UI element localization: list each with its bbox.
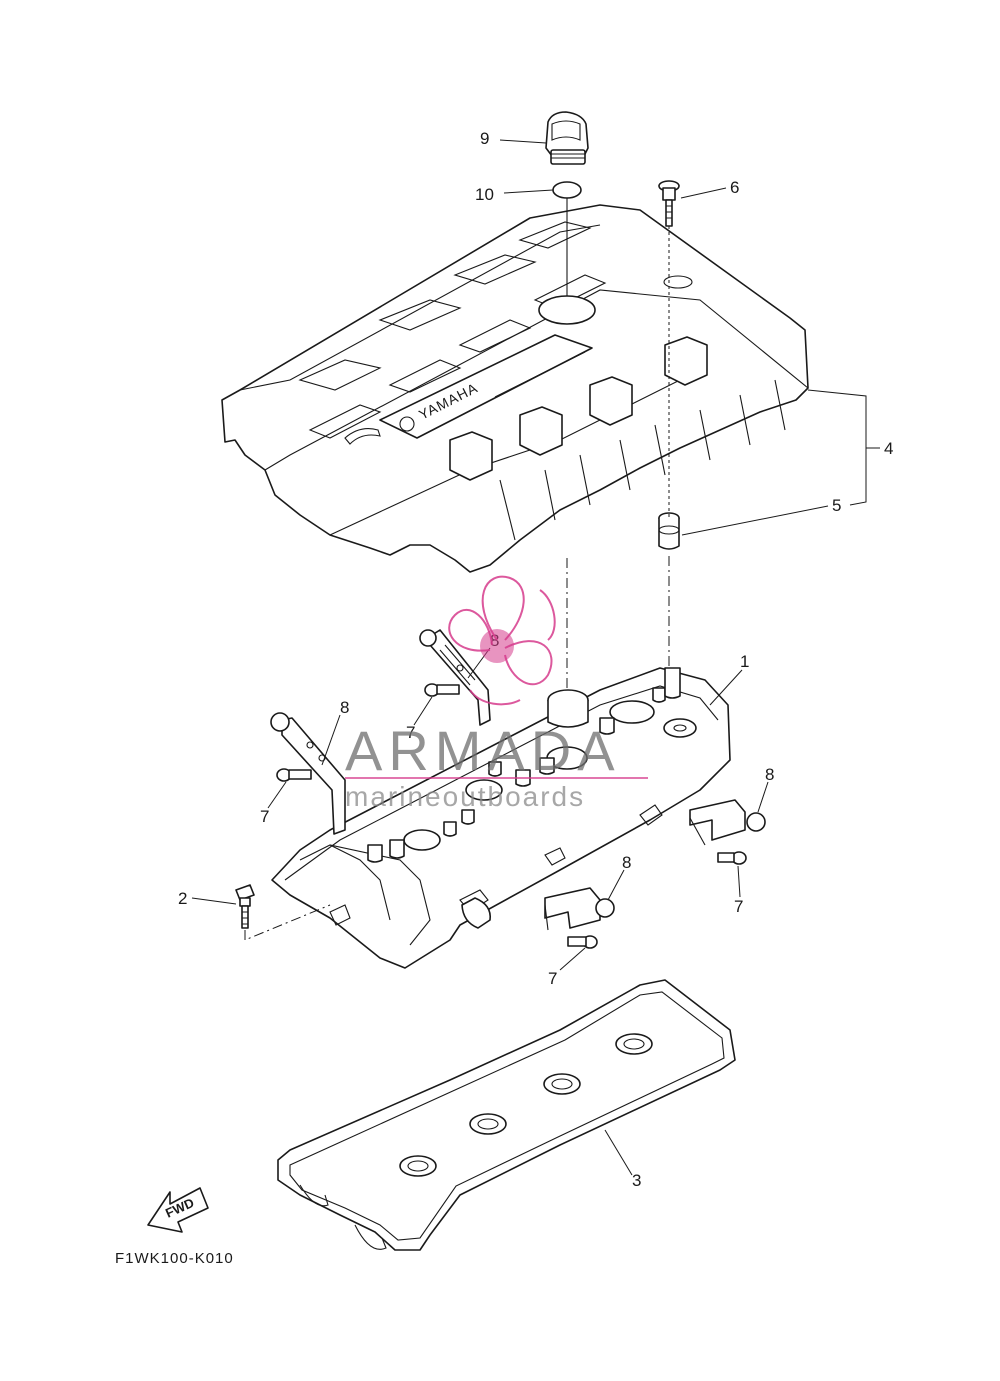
oil-filler-cap[interactable] [545,111,589,165]
callout-9: 9 [480,129,489,148]
engine-top-cover[interactable]: YAMAHA [221,204,809,573]
callout-8-right: 8 [765,765,774,784]
bracket-bolt-left[interactable] [276,768,312,782]
logo-center-dot [480,629,514,663]
callout-7-center: 7 [406,723,415,742]
cover-screw[interactable] [658,180,680,227]
callout-labels: 9 10 6 4 5 1 2 3 8 8 8 8 7 7 7 7 [178,129,893,1190]
callout-7-lower: 7 [548,969,557,988]
cover-grommet[interactable] [658,512,680,550]
watermark-name: ARMADA [345,719,621,782]
assembly-lines [244,198,670,941]
callout-8-left: 8 [340,698,349,717]
forward-arrow-icon: FWD [147,1187,209,1233]
bracket-right[interactable] [689,799,766,846]
head-cover-bolt[interactable] [235,884,255,929]
callout-6: 6 [730,178,739,197]
bracket-upper-center[interactable] [419,629,491,726]
callout-4: 4 [884,439,893,458]
callout-1: 1 [740,652,749,671]
callout-5: 5 [832,496,841,515]
bracket-lower[interactable] [544,887,615,931]
cylinder-head-cover[interactable] [271,667,731,969]
bracket-bolt-right[interactable] [717,851,747,865]
oil-filler-o-ring[interactable] [552,181,582,199]
head-cover-gasket[interactable] [277,979,736,1251]
diagram-code: F1WK100-K010 [115,1250,234,1267]
bracket-bolt-center[interactable] [424,683,460,697]
callout-7-left: 7 [260,807,269,826]
propeller-logo-icon [448,575,556,706]
callout-7-right: 7 [734,897,743,916]
callout-2: 2 [178,889,187,908]
callout-8-lower: 8 [622,853,631,872]
bracket-bolt-lower[interactable] [567,935,598,949]
callout-3: 3 [632,1171,641,1190]
callout-leaders [191,139,880,1176]
watermark-tagline: marineoutboards [345,781,585,812]
callout-10: 10 [475,185,494,204]
bracket-upper-left[interactable] [270,712,346,835]
watermark: ARMADA marineoutboards [345,575,648,812]
